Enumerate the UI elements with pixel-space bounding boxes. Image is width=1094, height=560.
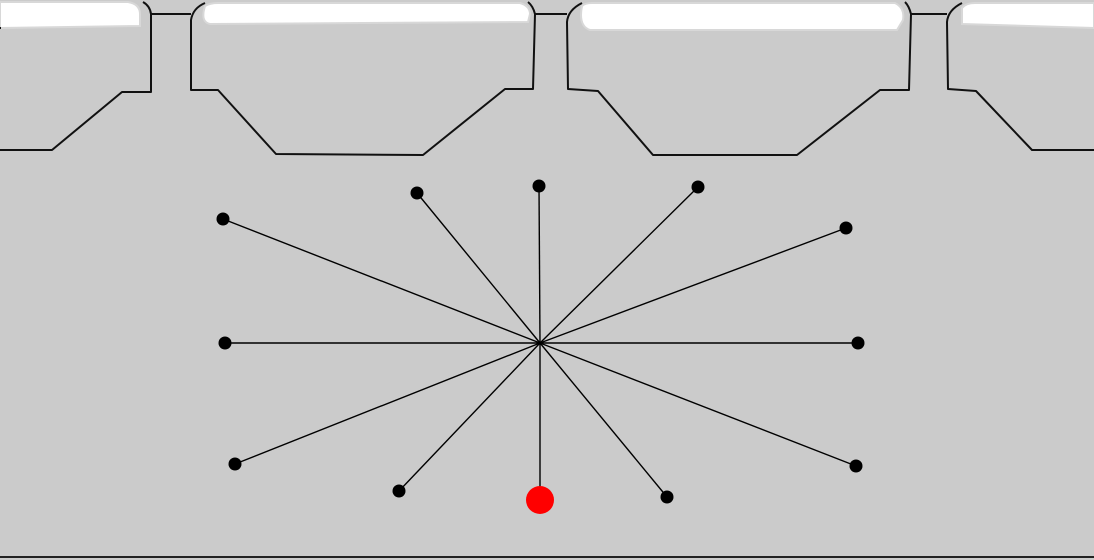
sky-highlight-pit-1 xyxy=(202,1,532,26)
sky-highlight-left xyxy=(0,0,141,30)
aim-node-3[interactable] xyxy=(532,179,546,193)
sky-highlight-pit-2 xyxy=(580,1,905,31)
aim-line-1 xyxy=(222,218,541,344)
aim-node-5[interactable] xyxy=(839,221,853,235)
player-ball[interactable] xyxy=(526,486,554,514)
aim-line-8 xyxy=(234,342,541,465)
aim-line-11 xyxy=(539,342,857,467)
sky-highlight-right xyxy=(961,2,1094,30)
aim-line-5 xyxy=(539,227,847,344)
aim-line-4 xyxy=(539,186,699,344)
aim-node-8[interactable] xyxy=(228,457,242,471)
aim-line-2 xyxy=(416,192,541,344)
aim-node-2[interactable] xyxy=(410,186,424,200)
aim-node-9[interactable] xyxy=(392,484,406,498)
aim-node-7[interactable] xyxy=(851,336,865,350)
aim-wheel-lines xyxy=(222,185,858,500)
aim-line-10 xyxy=(539,342,668,498)
terrain-outline xyxy=(0,1,1094,156)
aim-node-10[interactable] xyxy=(660,490,674,504)
sky-highlights xyxy=(0,0,1094,31)
aim-line-9 xyxy=(398,342,541,492)
aim-node-6[interactable] xyxy=(218,336,232,350)
aim-node-1[interactable] xyxy=(216,212,230,226)
aim-line-3 xyxy=(538,185,541,344)
aim-wheel-nodes[interactable] xyxy=(216,179,865,504)
aim-node-4[interactable] xyxy=(691,180,705,194)
aim-node-11[interactable] xyxy=(849,459,863,473)
